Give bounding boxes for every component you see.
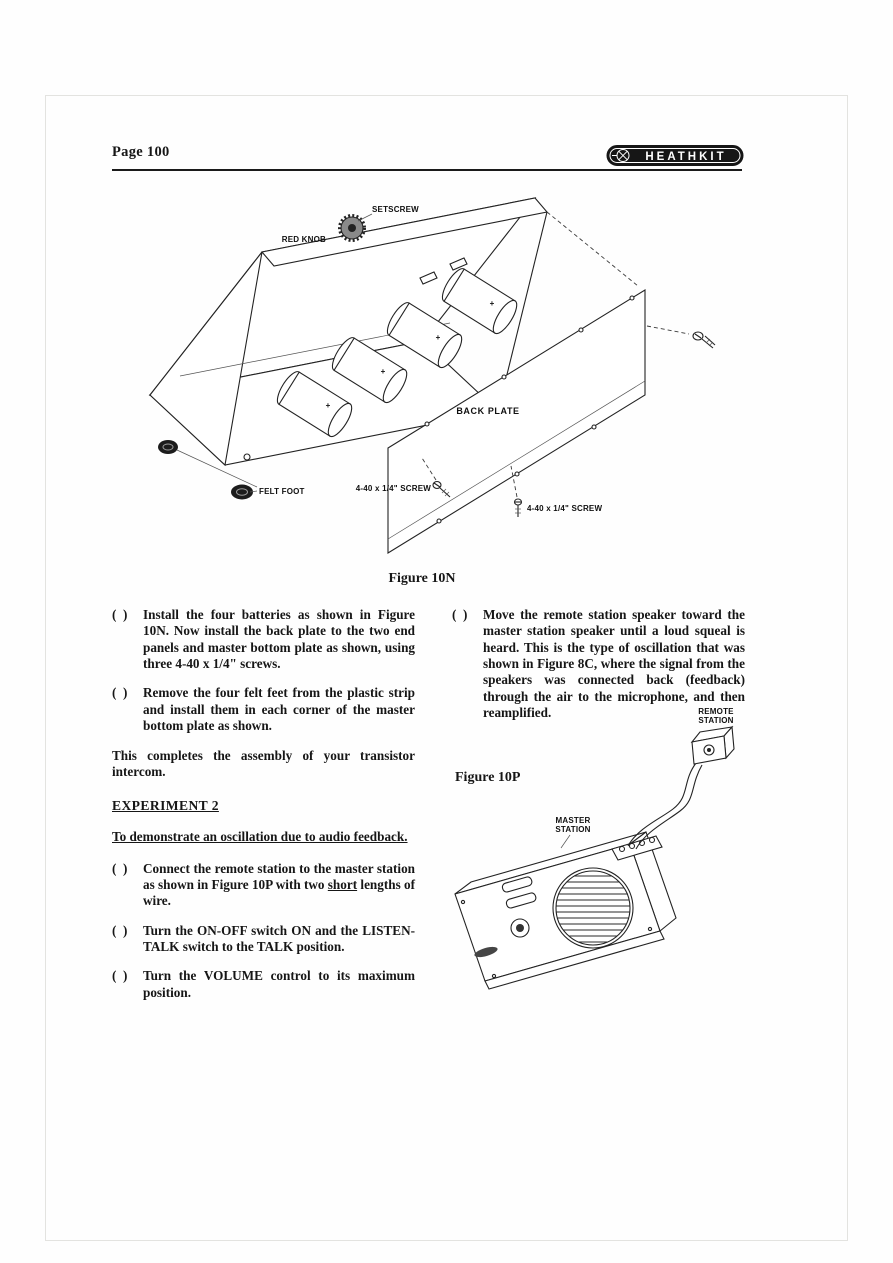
screw-top-right-icon [692, 331, 716, 349]
page-number: Page 100 [112, 144, 170, 160]
step-text: Install the four batteries as shown in F… [143, 607, 415, 672]
wire-1 [627, 762, 697, 847]
setscrew-label: SETSCREW [372, 205, 419, 214]
battery-4 [441, 268, 518, 335]
experiment-2-heading: EXPERIMENT 2 [112, 798, 219, 814]
battery-plus-3: + [436, 333, 441, 342]
nameplate-icon [474, 946, 498, 958]
battery-1 [276, 371, 353, 438]
master-station-drawing [454, 831, 677, 990]
checkbox: ( ) [112, 922, 128, 938]
step-text: Connect the remote station to the master… [143, 860, 415, 909]
experiment-goal: To demonstrate an oscillation due to aud… [112, 829, 408, 845]
closing-paragraph: This completes the assembly of your tran… [112, 747, 415, 779]
battery-2 [331, 337, 408, 404]
step-install-batteries: ( ) Install the four batteries as shown … [112, 607, 415, 672]
master-station-label-line2: STATION [555, 825, 590, 834]
remote-station-drawing [690, 725, 735, 765]
checkbox: ( ) [112, 968, 128, 984]
master-chassis-drawing [148, 197, 549, 467]
heathkit-logo: HEATHKIT [606, 145, 744, 166]
header-rule [112, 169, 742, 171]
step-on-off: ( ) Turn the ON-OFF switch ON and the LI… [112, 923, 415, 956]
screw-bottom-right-icon [513, 498, 523, 517]
remote-station-label-line1: REMOTE [698, 707, 734, 716]
checkbox: ( ) [452, 607, 468, 622]
logo-brand-text: HEATHKIT [645, 151, 726, 163]
step-volume: ( ) Turn the VOLUME control to its maxim… [112, 968, 415, 1001]
listen-talk-switch-icon [501, 876, 533, 893]
screw-bottom-left-icon [432, 480, 451, 498]
left-column: ( ) Install the four batteries as shown … [112, 607, 415, 1014]
back-plate-drawing [387, 289, 646, 554]
checkbox: ( ) [112, 685, 128, 701]
on-off-switch-icon [505, 892, 537, 909]
checkbox: ( ) [112, 607, 128, 622]
screw-left-label: 4-40 x 1/4" SCREW [356, 484, 431, 493]
wire-2 [635, 764, 703, 850]
battery-plus-2: + [381, 367, 386, 376]
remote-station-label-line2: STATION [698, 716, 733, 725]
battery-3 [386, 302, 463, 369]
back-plate-label: BACK PLATE [456, 406, 519, 416]
logo-emblem-icon [612, 149, 630, 162]
figure-10p-caption: Figure 10P [455, 770, 521, 785]
battery-plus-4: + [490, 299, 495, 308]
figure-10p-illustration: REMOTE STATION MASTER STATION [454, 707, 735, 990]
step-text: Remove the four felt feet from the plast… [143, 685, 415, 734]
felt-foot-1 [158, 440, 178, 454]
screw-right-label: 4-40 x 1/4" SCREW [527, 504, 602, 513]
underlined-word: short [327, 876, 358, 892]
step-connect-remote: ( ) Connect the remote station to the ma… [112, 861, 415, 910]
step-move-speaker: ( ) Move the remote station speaker towa… [452, 607, 745, 722]
red-knob [338, 214, 366, 242]
figure-10n-caption: Figure 10N [388, 571, 456, 586]
master-station-label-line1: MASTER [556, 816, 591, 825]
felt-foot-2 [231, 484, 253, 500]
step-text: Turn the VOLUME control to its maximum p… [143, 968, 415, 1000]
felt-foot-label: FELT FOOT [259, 487, 305, 496]
step-felt-feet: ( ) Remove the four felt feet from the p… [112, 685, 415, 734]
figure-10n-illustration: SETSCREW RED KNOB + + + + BACK PLATE [148, 197, 716, 554]
battery-plus-1: + [326, 401, 331, 410]
step-text: Turn the ON-OFF switch ON and the LISTEN… [143, 922, 415, 955]
red-knob-label: RED KNOB [282, 235, 326, 244]
step-text: Move the remote station speaker toward t… [483, 607, 745, 721]
checkbox: ( ) [112, 860, 128, 876]
right-column: ( ) Move the remote station speaker towa… [452, 607, 745, 735]
scan-edge [45, 95, 848, 1241]
